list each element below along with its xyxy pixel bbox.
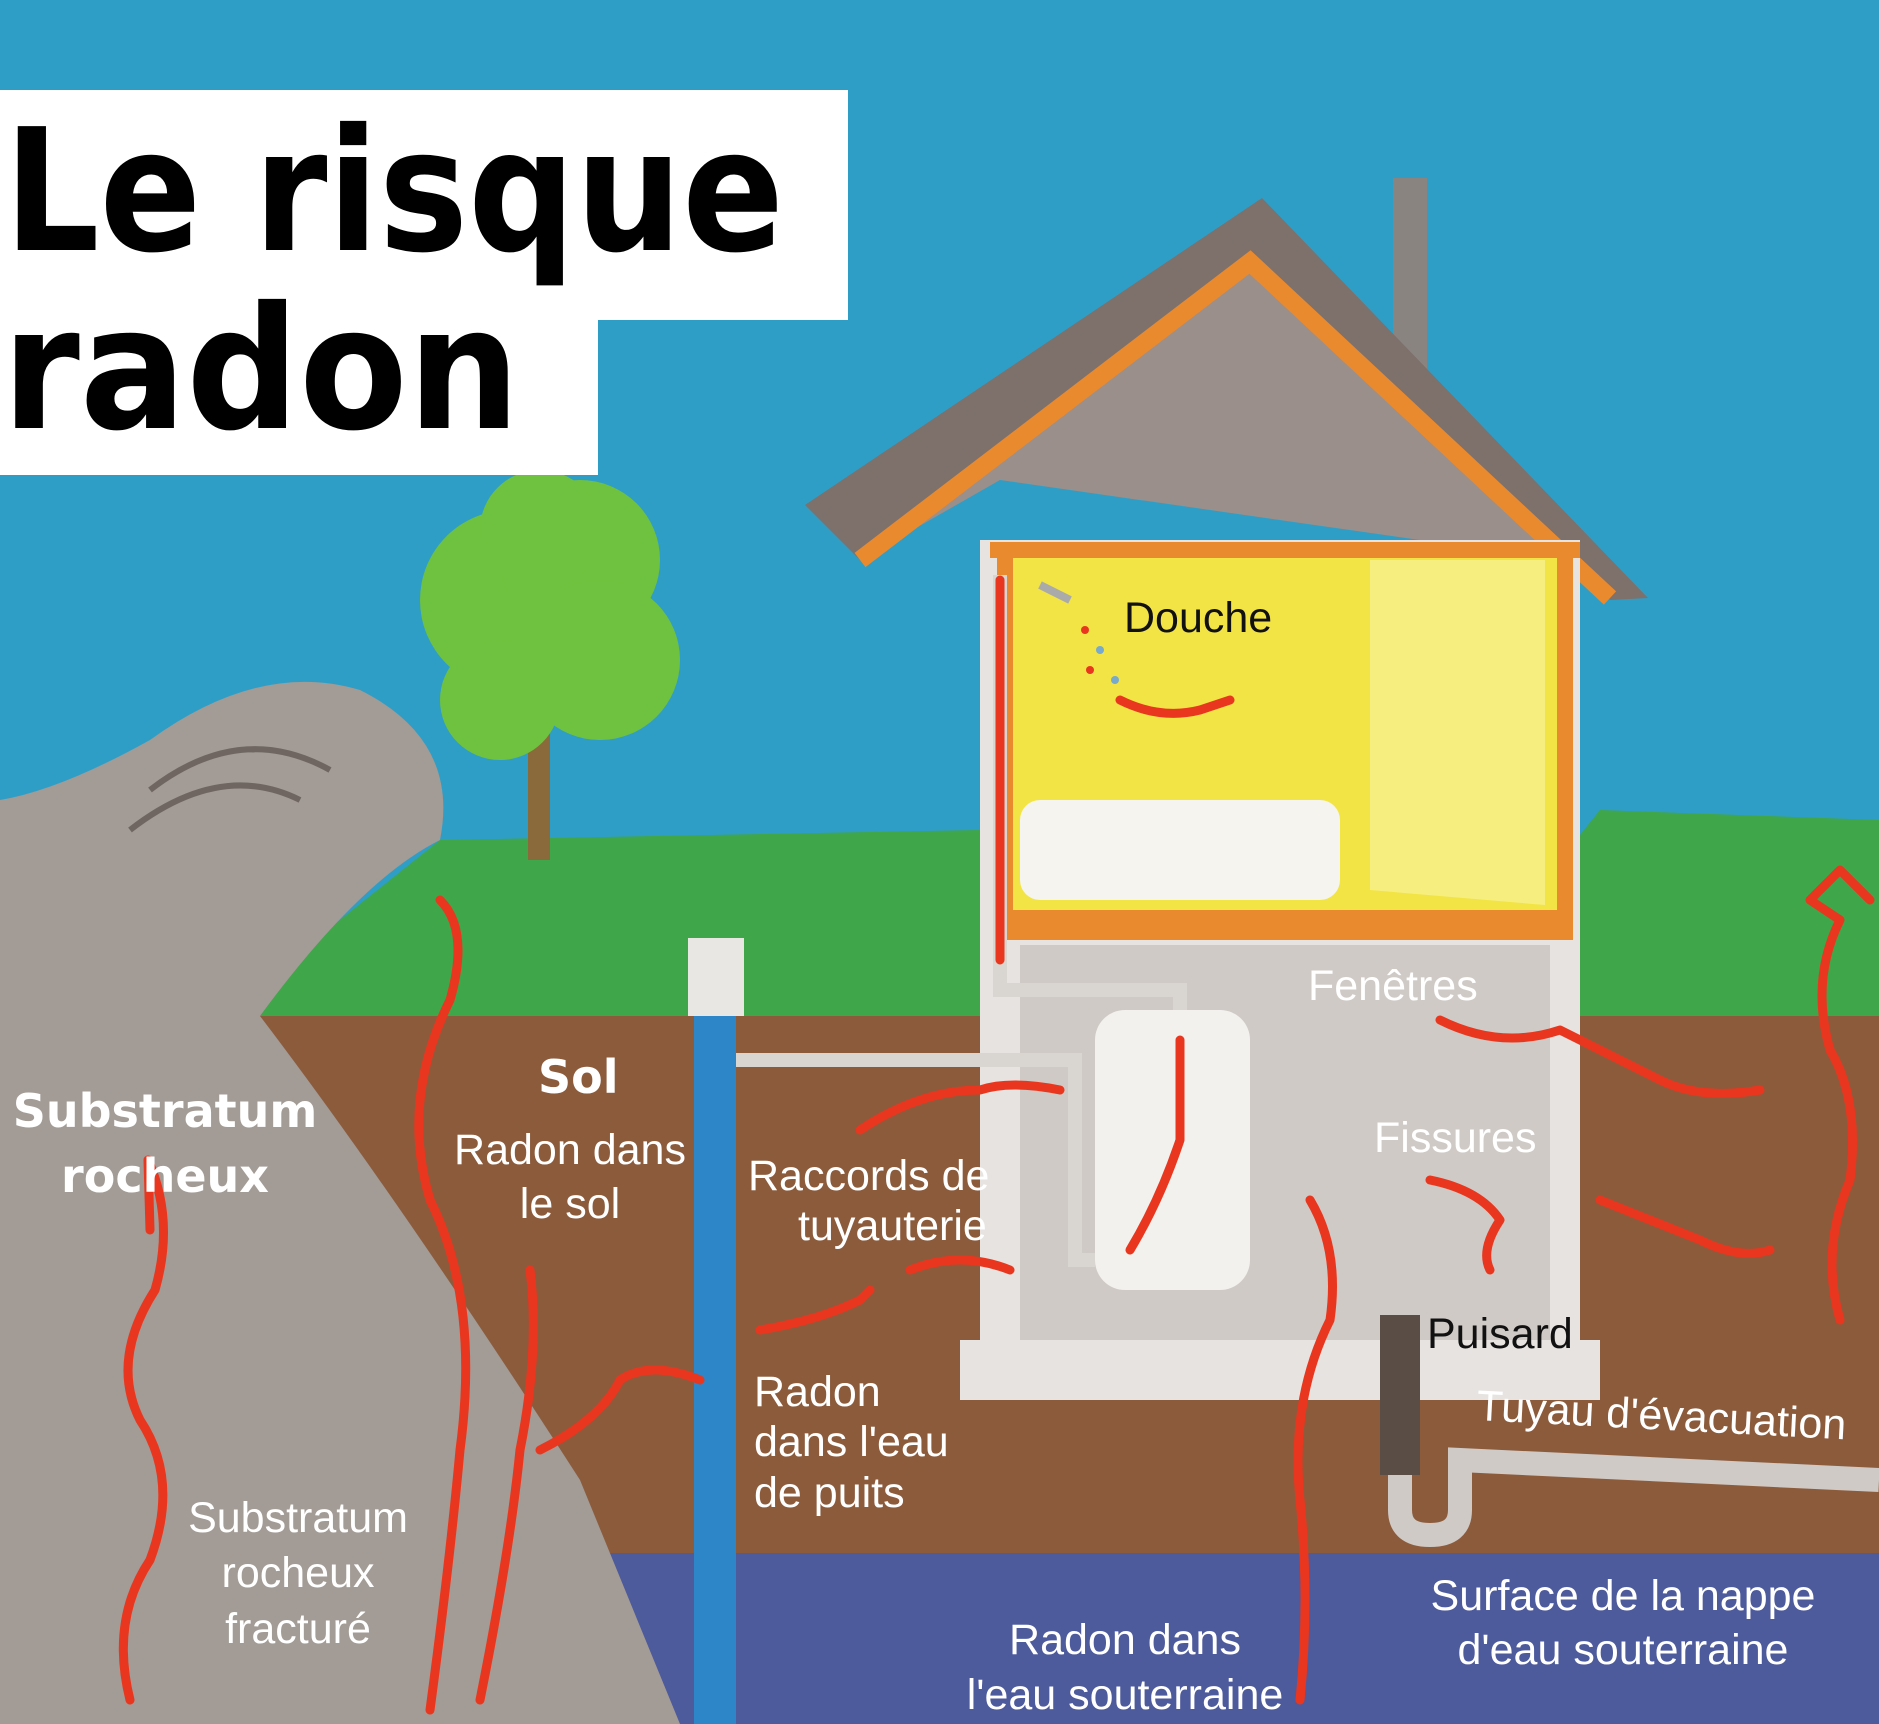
label-raccords-1: Raccords de <box>748 1152 989 1200</box>
label-eau-puits-3: de puits <box>754 1469 905 1517</box>
sump <box>1380 1315 1420 1475</box>
label-eau-puits-2: dans l'eau <box>754 1418 949 1466</box>
label-fracture-1: Substratum <box>188 1494 408 1542</box>
bedrock <box>0 681 680 1724</box>
title-line1: Le risque <box>4 93 784 291</box>
label-douche: Douche <box>1124 594 1272 642</box>
label-nappe-2: d'eau souterraine <box>1458 1626 1789 1674</box>
drain-pipe <box>1388 1330 1879 1548</box>
label-fenetres: Fenêtres <box>1308 962 1478 1010</box>
well-shaft <box>694 1016 736 1724</box>
label-radon-sol-2: le sol <box>520 1180 620 1228</box>
label-eau-souterraine-2: l'eau souterraine <box>967 1671 1284 1719</box>
label-eau-puits-1: Radon <box>754 1368 881 1416</box>
label-puisard: Puisard <box>1427 1310 1573 1358</box>
label-fracture-3: fracturé <box>225 1605 371 1653</box>
bathtub <box>1020 800 1340 900</box>
tree-trunk <box>528 720 550 860</box>
rock-crack <box>128 746 332 833</box>
label-substratum-1: Substratum <box>13 1084 318 1138</box>
shower-icon <box>1038 581 1119 684</box>
tree-canopy <box>420 470 680 760</box>
label-eau-souterraine-1: Radon dans <box>1009 1616 1241 1664</box>
label-fracture-2: rocheux <box>222 1549 375 1597</box>
label-raccords-2: tuyauterie <box>798 1202 987 1250</box>
label-fissures: Fissures <box>1374 1114 1536 1162</box>
basement-floor <box>960 1340 1600 1400</box>
label-radon-sol-1: Radon dans <box>454 1126 686 1174</box>
title-line2: radon <box>2 271 520 469</box>
roof-underside <box>860 260 1610 600</box>
radon-paths <box>118 575 1875 1715</box>
roof-frame <box>854 250 1617 605</box>
grass <box>220 810 1879 1016</box>
label-nappe-1: Surface de la nappe <box>1431 1572 1816 1620</box>
well-cap <box>688 938 744 1016</box>
label-sol: Sol <box>538 1050 619 1104</box>
title-box <box>0 90 848 475</box>
roof <box>805 198 1648 600</box>
floor <box>1005 910 1565 940</box>
room-side <box>1370 560 1545 905</box>
label-substratum-2: rocheux <box>61 1149 269 1203</box>
